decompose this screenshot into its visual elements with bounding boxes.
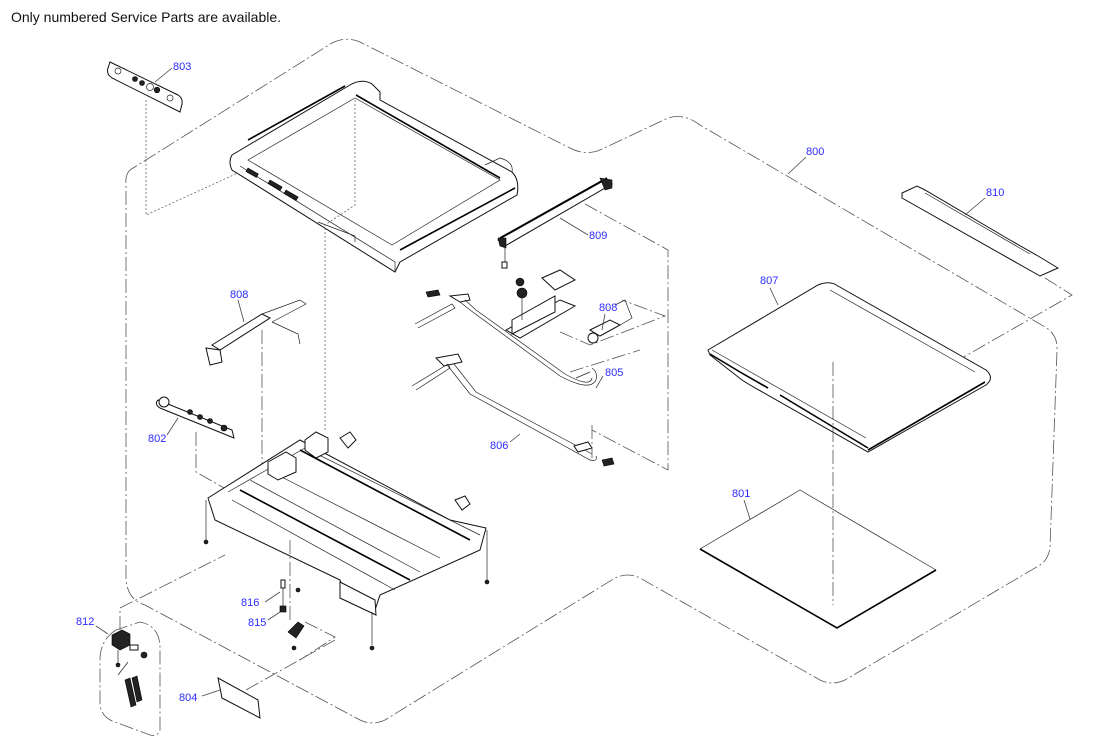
- latch-graphic: [287, 621, 305, 651]
- label-810[interactable]: 809: [589, 230, 607, 242]
- guide-814: [954, 277, 1073, 371]
- label-804[interactable]: 804: [179, 692, 197, 704]
- guide-809: [559, 299, 667, 346]
- part-808-graphic[interactable]: [205, 299, 307, 366]
- guide-latch: [299, 621, 336, 661]
- upper-housing-graphic: [229, 80, 519, 273]
- label-805[interactable]: 805: [605, 367, 623, 379]
- part-803-graphic[interactable]: [107, 61, 183, 113]
- service-parts-notice: Only numbered Service Parts are availabl…: [11, 9, 282, 25]
- label-806[interactable]: 806: [490, 440, 508, 452]
- part-810-graphic[interactable]: [497, 177, 614, 269]
- part-805-graphic[interactable]: [414, 293, 597, 386]
- label-807[interactable]: 807: [760, 275, 778, 287]
- label-801[interactable]: 801: [732, 488, 750, 500]
- part-815-graphic[interactable]: [279, 605, 287, 613]
- label-816[interactable]: 816: [241, 597, 259, 609]
- part-816-graphic[interactable]: [280, 579, 286, 606]
- guide-804: [245, 639, 336, 691]
- connector-small-a: [425, 289, 441, 298]
- label-809[interactable]: 808: [599, 302, 617, 314]
- part-802-graphic[interactable]: [155, 396, 235, 439]
- label-812[interactable]: 812: [76, 616, 94, 628]
- assembly-boundary: [125, 38, 1058, 724]
- label-808[interactable]: 808: [230, 289, 248, 301]
- hinge-boundary: [99, 621, 161, 736]
- label-814[interactable]: 810: [986, 187, 1004, 199]
- guide-810: [584, 203, 669, 471]
- part-809-graphic[interactable]: [504, 269, 633, 344]
- leader-lines: [95, 67, 986, 697]
- guide-812: [119, 554, 226, 630]
- lower-housing-graphic: [203, 431, 490, 651]
- label-802[interactable]: 802: [148, 433, 166, 445]
- part-806-graphic[interactable]: [411, 353, 615, 467]
- label-815[interactable]: 815: [248, 617, 266, 629]
- label-800[interactable]: 800: [806, 146, 824, 158]
- part-807-graphic[interactable]: [707, 282, 991, 453]
- part-814-graphic[interactable]: [901, 185, 1060, 277]
- label-803[interactable]: 803: [173, 61, 191, 73]
- guide-upper-housing: [324, 100, 356, 430]
- part-812-graphic[interactable]: [111, 629, 148, 708]
- part-801-graphic[interactable]: [699, 489, 937, 629]
- guide-803: [145, 100, 241, 216]
- guide-805: [569, 349, 641, 373]
- part-804-graphic[interactable]: [217, 677, 261, 719]
